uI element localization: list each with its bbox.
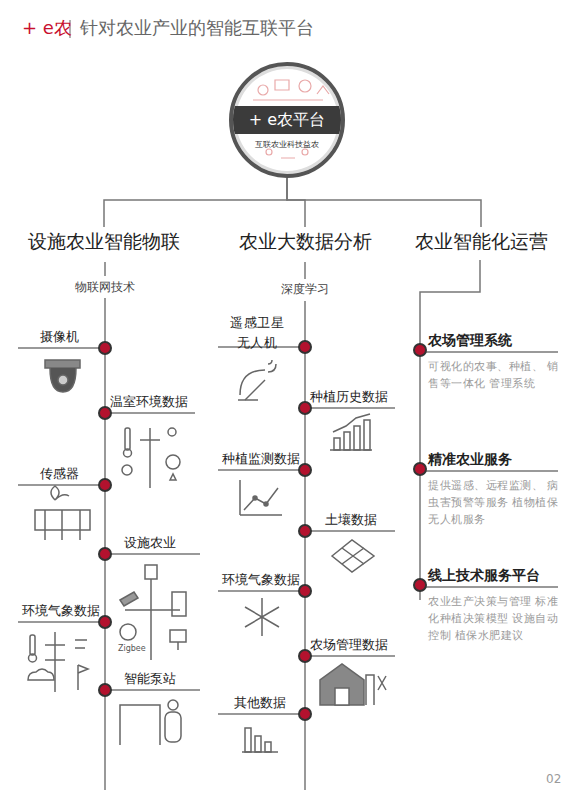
label: 种植监测数据 bbox=[222, 451, 300, 467]
text-block: 遥感卫星 无人机 bbox=[228, 313, 286, 353]
platform-circle: + e农平台互联农业科技益农 bbox=[229, 62, 345, 178]
text-block: 农业生产决策与管理 标准化种植决策模型 设施自动控制 植保水肥建议 bbox=[428, 593, 560, 644]
title: 针对农业产业的智能互联平台 bbox=[80, 17, 314, 40]
label: 线上技术服务平台 bbox=[428, 567, 540, 585]
text-block: 可视化的农事、种植、 销售等一体化 管理系统 bbox=[428, 358, 560, 392]
column-heading: 设施农业智能物联 bbox=[26, 229, 182, 255]
text-block: 提供遥感、远程监测、 病虫害预警等服务 植物植保无人机服务 bbox=[428, 477, 560, 528]
platform-slogan: 互联农业科技益农 bbox=[233, 139, 341, 150]
label: 传感器 bbox=[40, 466, 79, 482]
red-dots bbox=[99, 341, 426, 720]
label: 环境气象数据 bbox=[222, 572, 300, 588]
column-heading: 农业大数据分析 bbox=[237, 229, 374, 255]
label: 物联网技术 bbox=[75, 280, 135, 295]
platform-name: + e农平台 bbox=[233, 106, 341, 134]
label: 环境气象数据 bbox=[22, 603, 100, 619]
label: 土壤数据 bbox=[325, 512, 377, 528]
label: 种植历史数据 bbox=[310, 389, 388, 405]
heading-text: 农业智能化运营 bbox=[413, 229, 550, 255]
heading-text: 设施农业智能物联 bbox=[26, 229, 182, 255]
label: 智能泵站 bbox=[124, 671, 176, 687]
label: 深度学习 bbox=[281, 282, 329, 297]
label: + e农 bbox=[22, 17, 72, 40]
label: Zigbee bbox=[118, 644, 146, 654]
connector bbox=[287, 178, 481, 227]
label: 农场管理数据 bbox=[310, 637, 388, 653]
label: 农场管理系统 bbox=[428, 332, 512, 350]
label: 精准农业服务 bbox=[428, 451, 512, 469]
page-number: 02 bbox=[546, 772, 561, 787]
label: 摄像机 bbox=[40, 329, 79, 345]
connector bbox=[104, 178, 287, 227]
icons bbox=[28, 360, 386, 752]
column-heading: 农业智能化运营 bbox=[413, 229, 550, 255]
heading-text: 农业大数据分析 bbox=[237, 229, 374, 255]
label: 温室环境数据 bbox=[110, 394, 188, 410]
label: 设施农业 bbox=[124, 535, 176, 551]
label: 其他数据 bbox=[234, 695, 286, 711]
connector bbox=[287, 178, 305, 227]
